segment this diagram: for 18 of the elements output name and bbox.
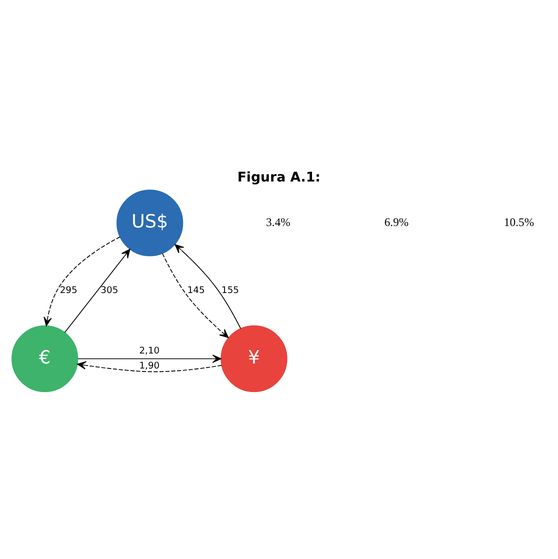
edge-label: 2,10	[139, 345, 160, 356]
arrow	[174, 244, 242, 328]
edge-label: 305	[100, 284, 118, 296]
edge-label: 145	[187, 284, 205, 296]
node-circle: €	[12, 324, 78, 392]
arrow	[162, 252, 229, 338]
arrow	[64, 248, 130, 332]
arrow	[77, 360, 222, 372]
edge-label: 295	[60, 284, 78, 296]
edge-label: 155	[222, 284, 239, 296]
arrow	[78, 354, 222, 362]
arrow	[44, 236, 120, 326]
node-circle: ¥	[220, 324, 288, 392]
label: 3.4%	[266, 216, 290, 228]
diagram-title: Figura A.1:	[237, 170, 320, 185]
edge-label: 1,90	[139, 360, 160, 372]
label: 6.9%	[384, 216, 409, 228]
label: 10.5%	[504, 216, 534, 228]
